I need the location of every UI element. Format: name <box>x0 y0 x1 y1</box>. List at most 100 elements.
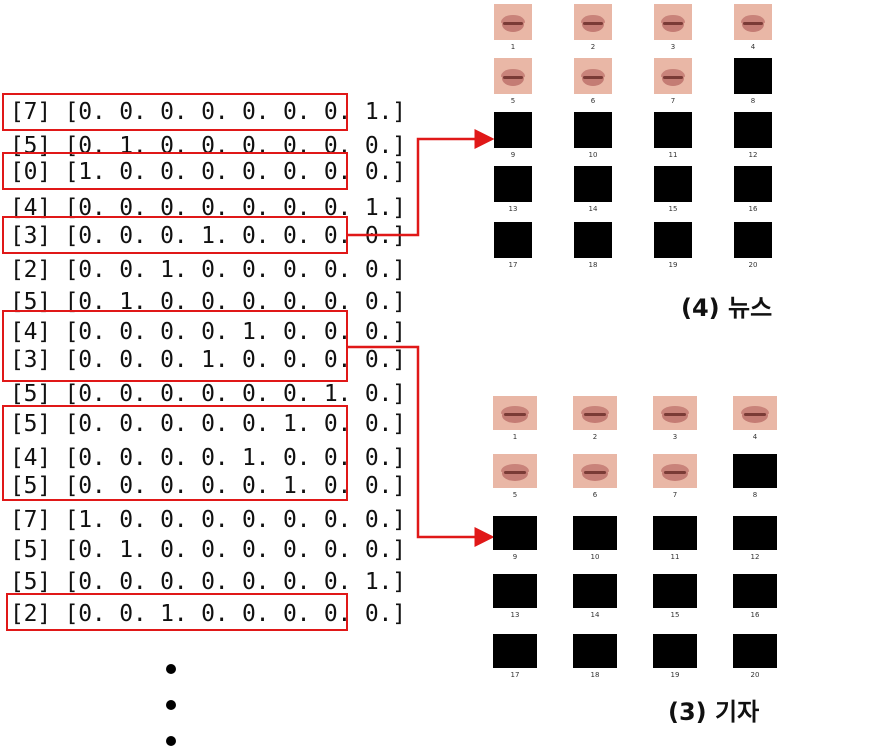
one-hot-vector: [0. 0. 1. 0. 0. 0. 0. 0.] <box>64 257 406 283</box>
frame-cell: 14 <box>573 574 617 622</box>
frame-number: 14 <box>588 205 598 213</box>
frame-cell: 16 <box>733 574 777 622</box>
ellipsis-dot <box>166 736 176 746</box>
frame-cell: 2 <box>573 396 617 444</box>
blank-frame-image <box>573 634 617 668</box>
blank-frame-image <box>734 58 772 94</box>
one-hot-vector: [0. 0. 1. 0. 0. 0. 0. 0.] <box>64 601 406 627</box>
frame-number: 18 <box>590 671 600 679</box>
frame-cell: 4 <box>733 396 777 444</box>
frame-number: 3 <box>672 433 678 441</box>
blank-frame-image <box>734 222 772 258</box>
one-hot-vector: [0. 0. 0. 0. 1. 0. 0. 0.] <box>64 445 406 471</box>
blank-frame-image <box>574 112 612 148</box>
class-index-label: [0] <box>10 159 51 185</box>
frame-cell: 17 <box>493 634 537 682</box>
frame-cell: 16 <box>734 166 772 216</box>
frame-cell: 17 <box>494 222 532 272</box>
class-index-label: [2] <box>10 601 51 627</box>
frame-cell: 5 <box>494 58 532 108</box>
frame-cell: 6 <box>573 454 617 502</box>
frame-number: 14 <box>590 611 600 619</box>
frame-number: 5 <box>512 491 518 499</box>
lip-frame-image <box>493 454 537 488</box>
one-hot-vector: [0. 1. 0. 0. 0. 0. 0. 0.] <box>64 133 406 159</box>
highlight-box-rows-11-13 <box>2 405 348 501</box>
class-index-label: [5] <box>10 133 51 159</box>
lip-frame-image <box>574 58 612 94</box>
frame-number: 19 <box>668 261 678 269</box>
highlight-box-rows-8-9 <box>2 310 348 382</box>
class-index-label: [3] <box>10 347 51 373</box>
frame-cell: 19 <box>654 222 692 272</box>
frame-cell: 1 <box>494 4 532 54</box>
label-row: [5] [0. 0. 0. 0. 0. 1. 0. 0.] <box>10 406 406 442</box>
lip-frame-image <box>573 396 617 430</box>
arrow-to-reporter-panel <box>348 345 495 547</box>
frame-number: 13 <box>508 205 518 213</box>
frame-number: 2 <box>592 433 598 441</box>
frame-cell: 15 <box>653 574 697 622</box>
frame-number: 1 <box>512 433 518 441</box>
blank-frame-image <box>734 166 772 202</box>
frame-number: 12 <box>750 553 760 561</box>
one-hot-vector: [0. 0. 0. 1. 0. 0. 0. 0.] <box>64 347 406 373</box>
lip-frame-image <box>653 396 697 430</box>
frame-cell: 19 <box>653 634 697 682</box>
label-row: [7] [1. 0. 0. 0. 0. 0. 0. 0.] <box>10 502 406 538</box>
frame-number: 9 <box>510 151 516 159</box>
frame-cell: 13 <box>494 166 532 216</box>
blank-frame-image <box>733 516 777 550</box>
arrow-to-news-panel <box>348 129 495 237</box>
frame-number: 19 <box>670 671 680 679</box>
lip-frame-image <box>733 396 777 430</box>
blank-frame-image <box>733 634 777 668</box>
frame-number: 2 <box>590 43 596 51</box>
frame-number: 7 <box>670 97 676 105</box>
lip-frame-image <box>573 454 617 488</box>
lip-frame-image <box>654 4 692 40</box>
class-index-label: [5] <box>10 381 51 407</box>
frame-number: 16 <box>750 611 760 619</box>
one-hot-vector: [1. 0. 0. 0. 0. 0. 0. 0.] <box>64 507 406 533</box>
frame-cell: 9 <box>493 516 537 564</box>
blank-frame-image <box>733 574 777 608</box>
ellipsis-dot <box>166 664 176 674</box>
class-index-label: [5] <box>10 569 51 595</box>
highlight-box-row-17 <box>6 593 348 631</box>
panel-caption-reporter: (3) 기자 <box>668 698 760 726</box>
frame-number: 15 <box>670 611 680 619</box>
frame-cell: 10 <box>573 516 617 564</box>
class-index-label: [7] <box>10 507 51 533</box>
frame-number: 6 <box>590 97 596 105</box>
label-row: [4] [0. 0. 0. 0. 1. 0. 0. 0.] <box>10 440 406 476</box>
frame-number: 12 <box>748 151 758 159</box>
blank-frame-image <box>654 112 692 148</box>
frame-cell: 18 <box>574 222 612 272</box>
frame-cell: 6 <box>574 58 612 108</box>
frame-number: 20 <box>750 671 760 679</box>
class-index-label: [3] <box>10 223 51 249</box>
frame-number: 3 <box>670 43 676 51</box>
highlight-box-row-1 <box>2 93 348 131</box>
frame-number: 20 <box>748 261 758 269</box>
frame-number: 9 <box>512 553 518 561</box>
blank-frame-image <box>494 222 532 258</box>
frame-cell: 13 <box>493 574 537 622</box>
class-index-label: [2] <box>10 257 51 283</box>
blank-frame-image <box>654 166 692 202</box>
lip-frame-image <box>494 4 532 40</box>
frame-cell: 1 <box>493 396 537 444</box>
blank-frame-image <box>574 222 612 258</box>
frame-number: 17 <box>510 671 520 679</box>
frame-cell: 15 <box>654 166 692 216</box>
lip-frame-image <box>654 58 692 94</box>
frame-cell: 3 <box>653 396 697 444</box>
lip-frame-image <box>494 58 532 94</box>
ellipsis-dot <box>166 700 176 710</box>
blank-frame-image <box>654 222 692 258</box>
frame-cell: 12 <box>733 516 777 564</box>
label-row: [5] [0. 1. 0. 0. 0. 0. 0. 0.] <box>10 532 406 568</box>
blank-frame-image <box>653 634 697 668</box>
blank-frame-image <box>493 516 537 550</box>
